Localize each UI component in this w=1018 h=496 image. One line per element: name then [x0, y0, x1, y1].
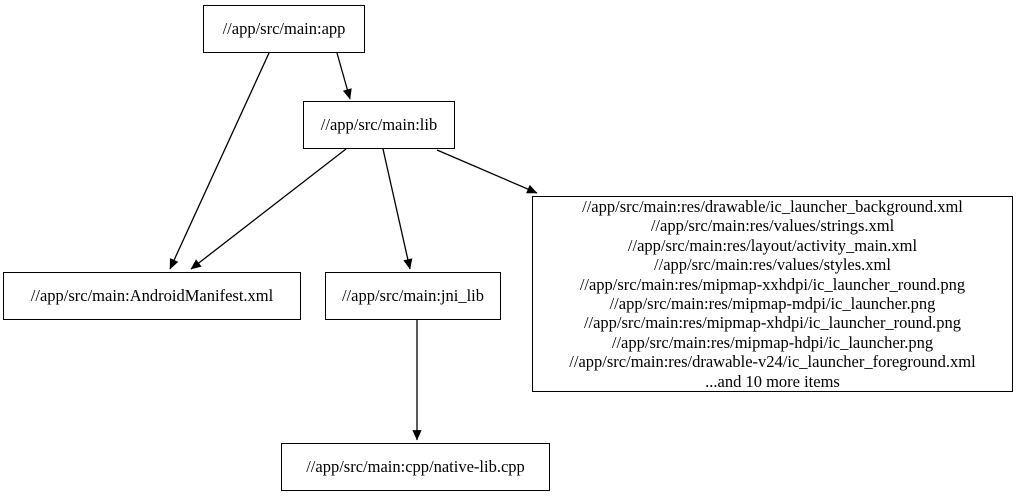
node-android-manifest-label: //app/src/main:AndroidManifest.xml [30, 286, 274, 305]
res-file-label: //app/src/main:res/values/styles.xml [654, 255, 891, 275]
node-lib-label: //app/src/main:lib [320, 115, 438, 134]
res-file-label: //app/src/main:res/mipmap-mdpi/ic_launch… [609, 294, 936, 313]
res-file-label: //app/src/main:res/mipmap-xxhdpi/ic_laun… [579, 274, 966, 294]
node-app: //app/src/main:app [203, 5, 365, 53]
edge-lib-to-res [436, 149, 538, 194]
node-native-lib-cpp-label: //app/src/main:cpp/native-lib.cpp [306, 457, 525, 476]
edge-lib-to-manifest [190, 148, 347, 270]
edge-app-to-manifest [169, 52, 270, 270]
node-jni-lib: //app/src/main:jni_lib [325, 272, 501, 320]
res-file-label: //app/src/main:res/drawable/ic_launcher_… [582, 196, 963, 216]
node-resource-files: //app/src/main:res/drawable/ic_launcher_… [532, 196, 1013, 392]
node-app-label: //app/src/main:app [222, 19, 346, 38]
node-android-manifest: //app/src/main:AndroidManifest.xml [3, 272, 301, 320]
edge-lib-to-jni-lib [382, 148, 413, 270]
node-jni-lib-label: //app/src/main:jni_lib [341, 286, 485, 305]
res-more-items-label: ...and 10 more items [705, 371, 840, 391]
node-lib: //app/src/main:lib [303, 101, 455, 149]
res-file-label: //app/src/main:res/mipmap-hdpi/ic_launch… [611, 332, 934, 352]
edge-app-to-lib [336, 52, 352, 100]
res-file-label: //app/src/main:res/drawable-v24/ic_launc… [569, 352, 976, 372]
node-native-lib-cpp: //app/src/main:cpp/native-lib.cpp [281, 443, 550, 491]
res-file-label: //app/src/main:res/layout/activity_main.… [627, 235, 918, 255]
res-file-label: //app/src/main:res/mipmap-xhdpi/ic_launc… [583, 313, 962, 333]
res-file-label: //app/src/main:res/values/strings.xml [650, 216, 895, 236]
